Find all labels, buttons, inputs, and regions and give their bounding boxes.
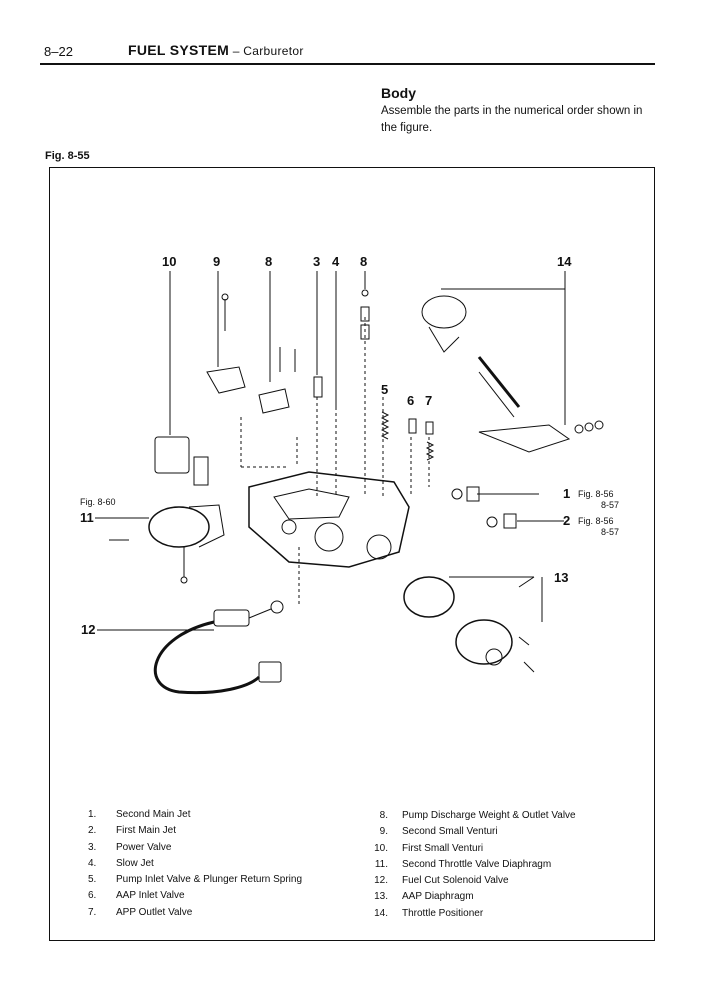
callout-12: 12: [81, 622, 96, 637]
callout-1: 1: [563, 486, 571, 501]
legend-item: 14. Throttle Positioner: [360, 908, 576, 924]
legend-text: Second Throttle Valve Diaphragm: [402, 858, 552, 870]
legend-text: Slow Jet: [116, 857, 154, 869]
legend-number: 1.: [88, 809, 97, 820]
ref-fig-8-56-b: Fig. 8-56: [578, 516, 614, 526]
subsection-name: – Carburetor: [229, 44, 304, 58]
ref-fig-8-56-a: Fig. 8-56: [578, 489, 614, 499]
legend-number: 2.: [88, 825, 97, 837]
legend-text: First Main Jet: [116, 825, 177, 837]
legend-number: 13.: [374, 891, 388, 903]
carburetor-exploded-diagram: [95, 271, 604, 695]
legend-item: 4. Slow Jet: [88, 858, 302, 874]
callout-5: 5: [381, 382, 389, 397]
legend-item: 7. APP Outlet Valve: [88, 907, 302, 923]
legend-number: 6.: [88, 890, 97, 902]
legend-item: 9. Second Small Venturi: [360, 826, 576, 842]
legend-text: Fuel Cut Solenoid Valve: [402, 875, 509, 887]
callout-11: 11: [80, 510, 94, 525]
legend-number: 12.: [374, 875, 388, 887]
legend-number: 3.: [88, 841, 97, 853]
header-rule: [40, 63, 655, 65]
legend-text: First Small Venturi: [402, 842, 484, 854]
callout-3: 3: [313, 254, 321, 269]
legend-item: 5. Pump Inlet Valve & Plunger Return Spri…: [88, 874, 302, 890]
callout-8-left: 8: [265, 254, 273, 269]
ref-fig-8-57-a: 8-57: [601, 500, 620, 510]
legend-text: AAP Diaphragm: [402, 891, 474, 903]
callout-7: 7: [425, 393, 433, 408]
legend-number: 5.: [88, 874, 97, 886]
legend-text: Throttle Positioner: [402, 907, 484, 919]
legend-text: Second Small Venturi: [402, 826, 498, 838]
legend-item: 2. First Main Jet: [88, 825, 302, 841]
legend-item: 6. AAP Inlet Valve: [88, 890, 302, 906]
section-title: FUEL SYSTEM – Carburetor: [128, 42, 304, 58]
callout-14: 14: [557, 254, 572, 269]
legend-text: Pump Inlet Valve & Plunger Return Spring: [116, 874, 303, 886]
legend-text: AAP Inlet Valve: [116, 890, 185, 902]
ref-fig-8-57-b: 8-57: [601, 527, 620, 537]
legend-text: APP Outlet Valve: [116, 906, 193, 918]
legend-number: 8.: [379, 810, 388, 821]
legend-item: 3. Power Valve: [88, 842, 302, 858]
legend-item: 13. AAP Diaphragm: [360, 891, 576, 907]
legend-text: Power Valve: [116, 841, 172, 853]
legend-number: 7.: [88, 906, 97, 918]
figure-label: Fig. 8-55: [45, 150, 90, 162]
legend-number: 10.: [374, 842, 388, 854]
legend-number: 4.: [88, 857, 97, 869]
callout-4: 4: [332, 254, 340, 269]
section-name: FUEL SYSTEM: [128, 42, 230, 58]
body-instructions: Assemble the parts in the numerical orde…: [381, 105, 643, 134]
legend-number: 14.: [374, 907, 388, 919]
legend-text: Second Main Jet: [116, 809, 191, 820]
legend-item: 10. First Small Venturi: [360, 843, 576, 859]
ref-fig-8-60: Fig. 8-60: [80, 497, 116, 507]
page-number: 8–22: [44, 44, 73, 59]
legend-number: 9.: [379, 826, 388, 838]
callout-13: 13: [554, 570, 569, 585]
legend-item: 12. Fuel Cut Solenoid Valve: [360, 875, 576, 891]
legend-item: 1. Second Main Jet: [88, 809, 302, 825]
legend-right: 8. Pump Discharge Weight & Outlet Valve 9…: [360, 810, 576, 924]
callout-10: 10: [162, 254, 177, 269]
legend-item: 8. Pump Discharge Weight & Outlet Valve: [360, 810, 576, 826]
callout-6: 6: [407, 393, 415, 408]
callout-9: 9: [213, 254, 221, 269]
legend-number: 11.: [374, 858, 388, 870]
legend-item: 11. Second Throttle Valve Diaphragm: [360, 859, 576, 875]
callout-2: 2: [563, 513, 571, 528]
body-heading: Body: [381, 85, 416, 101]
legend-text: Pump Discharge Weight & Outlet Valve: [402, 810, 576, 821]
figure-frame: [49, 167, 655, 941]
callout-8-right: 8: [360, 254, 368, 269]
legend-left: 1. Second Main Jet 2. First Main Jet 3. Pow…: [88, 809, 302, 923]
